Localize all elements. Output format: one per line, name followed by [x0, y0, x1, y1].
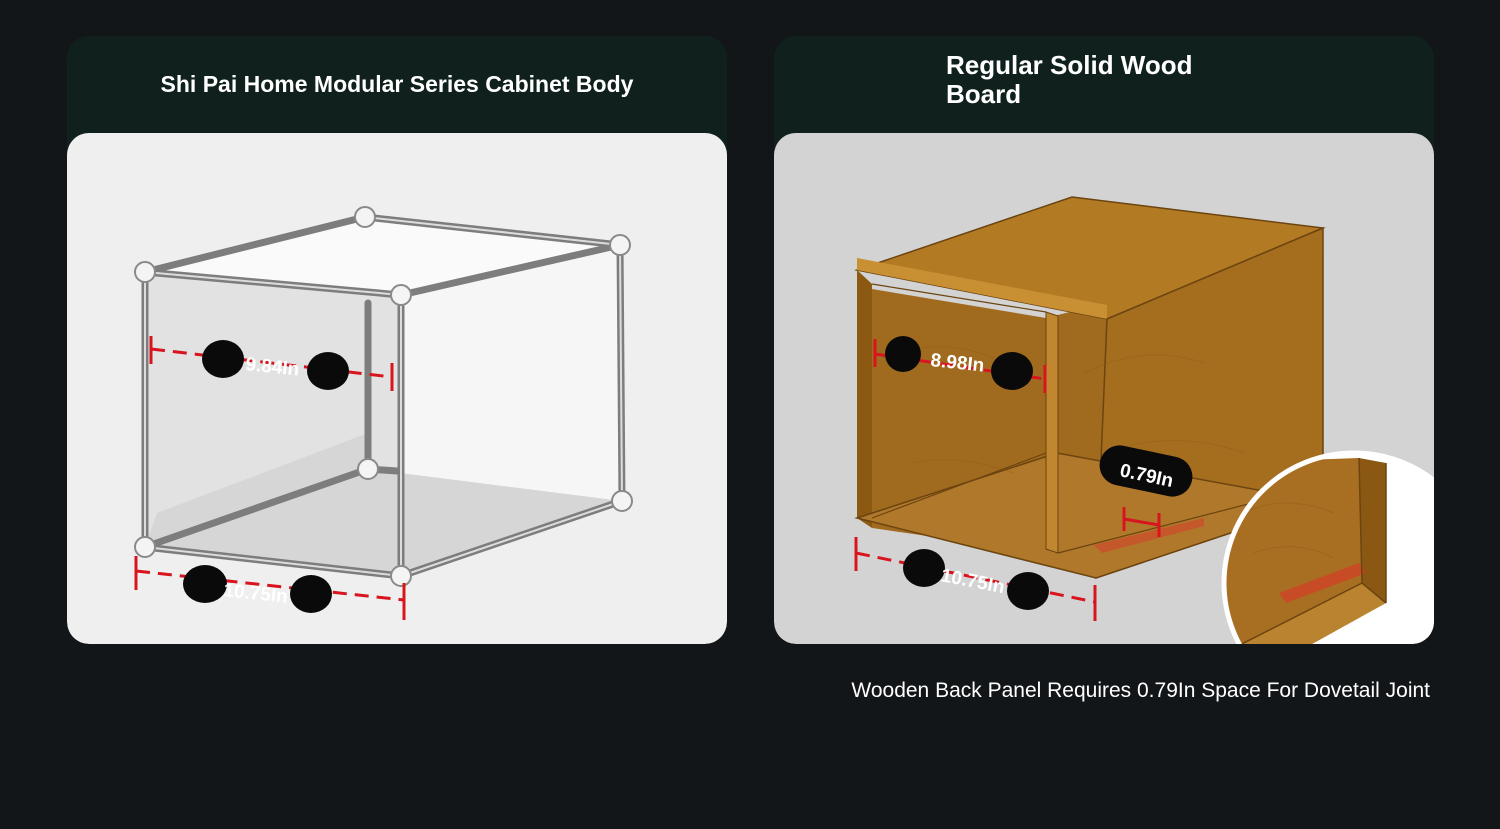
- dovetail-zoom-inset: [1221, 450, 1434, 644]
- cabinet-joints: [134, 206, 633, 587]
- solid-wood-drawing: 8.98In 0.79In 10.75In: [854, 196, 1434, 644]
- dimension-marker-dot: [903, 549, 945, 587]
- joint-top-left: [134, 261, 156, 283]
- solid-wood-card: Regular Solid Wood Board: [774, 36, 1434, 644]
- solid-wood-illustration: 8.98In 0.79In 10.75In: [774, 133, 1434, 644]
- cabinet-bottom-panel: [145, 469, 622, 576]
- wood-top-edge: [857, 258, 1107, 319]
- gap-highlight: [1094, 518, 1204, 553]
- joint-bottom-front: [390, 565, 412, 587]
- joint-top-back: [354, 206, 376, 228]
- cabinet-rod-highlights: [144, 216, 623, 577]
- joint-bottom-left: [134, 536, 156, 558]
- modular-cabinet-illustration: 9.84In 10.75In: [67, 133, 727, 644]
- dimension-marker-dot: [1007, 572, 1049, 610]
- depth-dimension: 10.75In: [134, 556, 406, 620]
- gap-label-pill: [1099, 445, 1193, 497]
- modular-cabinet-title: Shi Pai Home Modular Series Cabinet Body: [160, 71, 634, 97]
- solid-wood-title: Regular Solid Wood Board: [946, 50, 1193, 109]
- depth-dimension-label: 10.75In: [222, 580, 288, 608]
- dimension-marker-dot: [885, 336, 921, 372]
- wood-left-edge: [857, 270, 872, 528]
- dimension-marker-dot: [290, 575, 332, 613]
- width-dimension: 9.84In: [149, 336, 394, 391]
- joint-bottom-back: [357, 458, 379, 480]
- dimension-marker-dot: [991, 352, 1033, 390]
- wood-gap-dimension: 0.79In: [1099, 445, 1193, 537]
- dimension-marker-dot: [183, 565, 227, 603]
- joint-top-front: [390, 284, 412, 306]
- wood-depth-dimension-label: 10.75In: [939, 565, 1006, 598]
- modular-cabinet-drawing: 9.84In 10.75In: [134, 206, 633, 620]
- dimension-marker-dot: [307, 352, 349, 390]
- dovetail-caption: Wooden Back Panel Requires 0.79In Space …: [851, 679, 1430, 702]
- joint-bottom-right: [611, 490, 633, 512]
- joint-top-right: [609, 234, 631, 256]
- wood-width-dimension: 8.98In: [873, 336, 1047, 393]
- modular-cabinet-card: Shi Pai Home Modular Series Cabinet Body: [67, 36, 727, 644]
- cabinet-inner-shade: [145, 433, 368, 547]
- wood-divider: [1045, 311, 1059, 554]
- dimension-marker-dot: [202, 340, 244, 378]
